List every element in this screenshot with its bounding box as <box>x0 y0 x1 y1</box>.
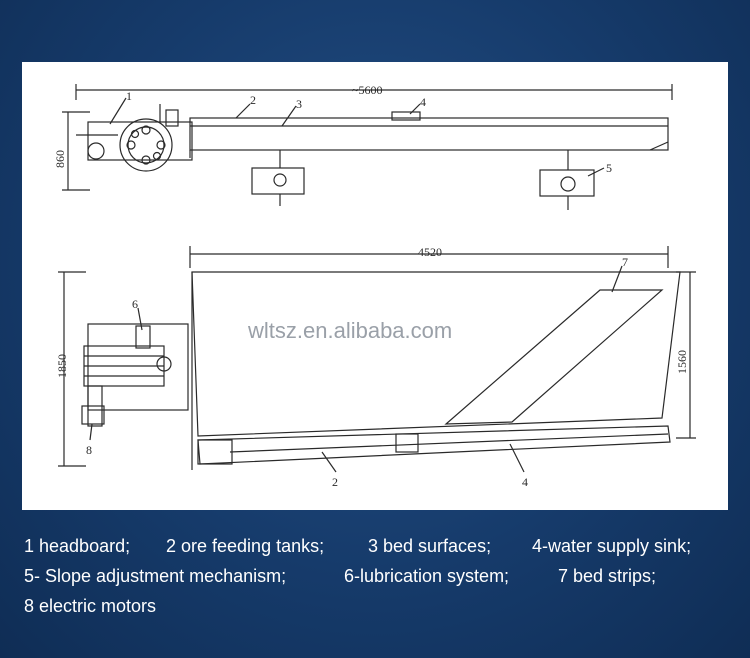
callout-5: 5 <box>606 161 612 175</box>
drawing-labels: ~5600 860 1 2 3 4 5 4520 1850 1560 6 7 8… <box>53 83 689 489</box>
watermark: wltsz.en.alibaba.com <box>247 318 452 343</box>
legend-item: 8 electric motors <box>24 596 157 616</box>
legend-item: 3 bed surfaces; <box>368 536 492 556</box>
callout-3: 3 <box>296 97 302 111</box>
dim-width: 1850 <box>55 354 69 378</box>
callout-6: 6 <box>132 297 138 311</box>
side-elevation <box>62 84 673 210</box>
callout-2-plan: 2 <box>332 475 338 489</box>
dim-bed-width: 1560 <box>675 350 689 374</box>
legend-item: 2 ore feeding tanks; <box>166 536 325 556</box>
callout-4-top: 4 <box>420 95 426 109</box>
drawing-panel <box>22 62 728 510</box>
dim-bed-length: 4520 <box>418 245 442 259</box>
callout-7: 7 <box>622 255 628 269</box>
dim-length: ~5600 <box>352 83 383 97</box>
callout-8: 8 <box>86 443 92 457</box>
dim-height: 860 <box>53 150 67 168</box>
callout-2-top: 2 <box>250 93 256 107</box>
callout-4-plan: 4 <box>522 475 528 489</box>
callout-1: 1 <box>126 89 132 103</box>
legend-item: 4-water supply sink; <box>532 536 692 556</box>
legend-item: 1 headboard; <box>24 536 131 556</box>
legend-item: 6-lubrication system; <box>344 566 510 586</box>
plan-view <box>58 246 696 473</box>
legend-item: 7 bed strips; <box>558 566 657 586</box>
legend-item: 5- Slope adjustment mechanism; <box>24 566 287 586</box>
